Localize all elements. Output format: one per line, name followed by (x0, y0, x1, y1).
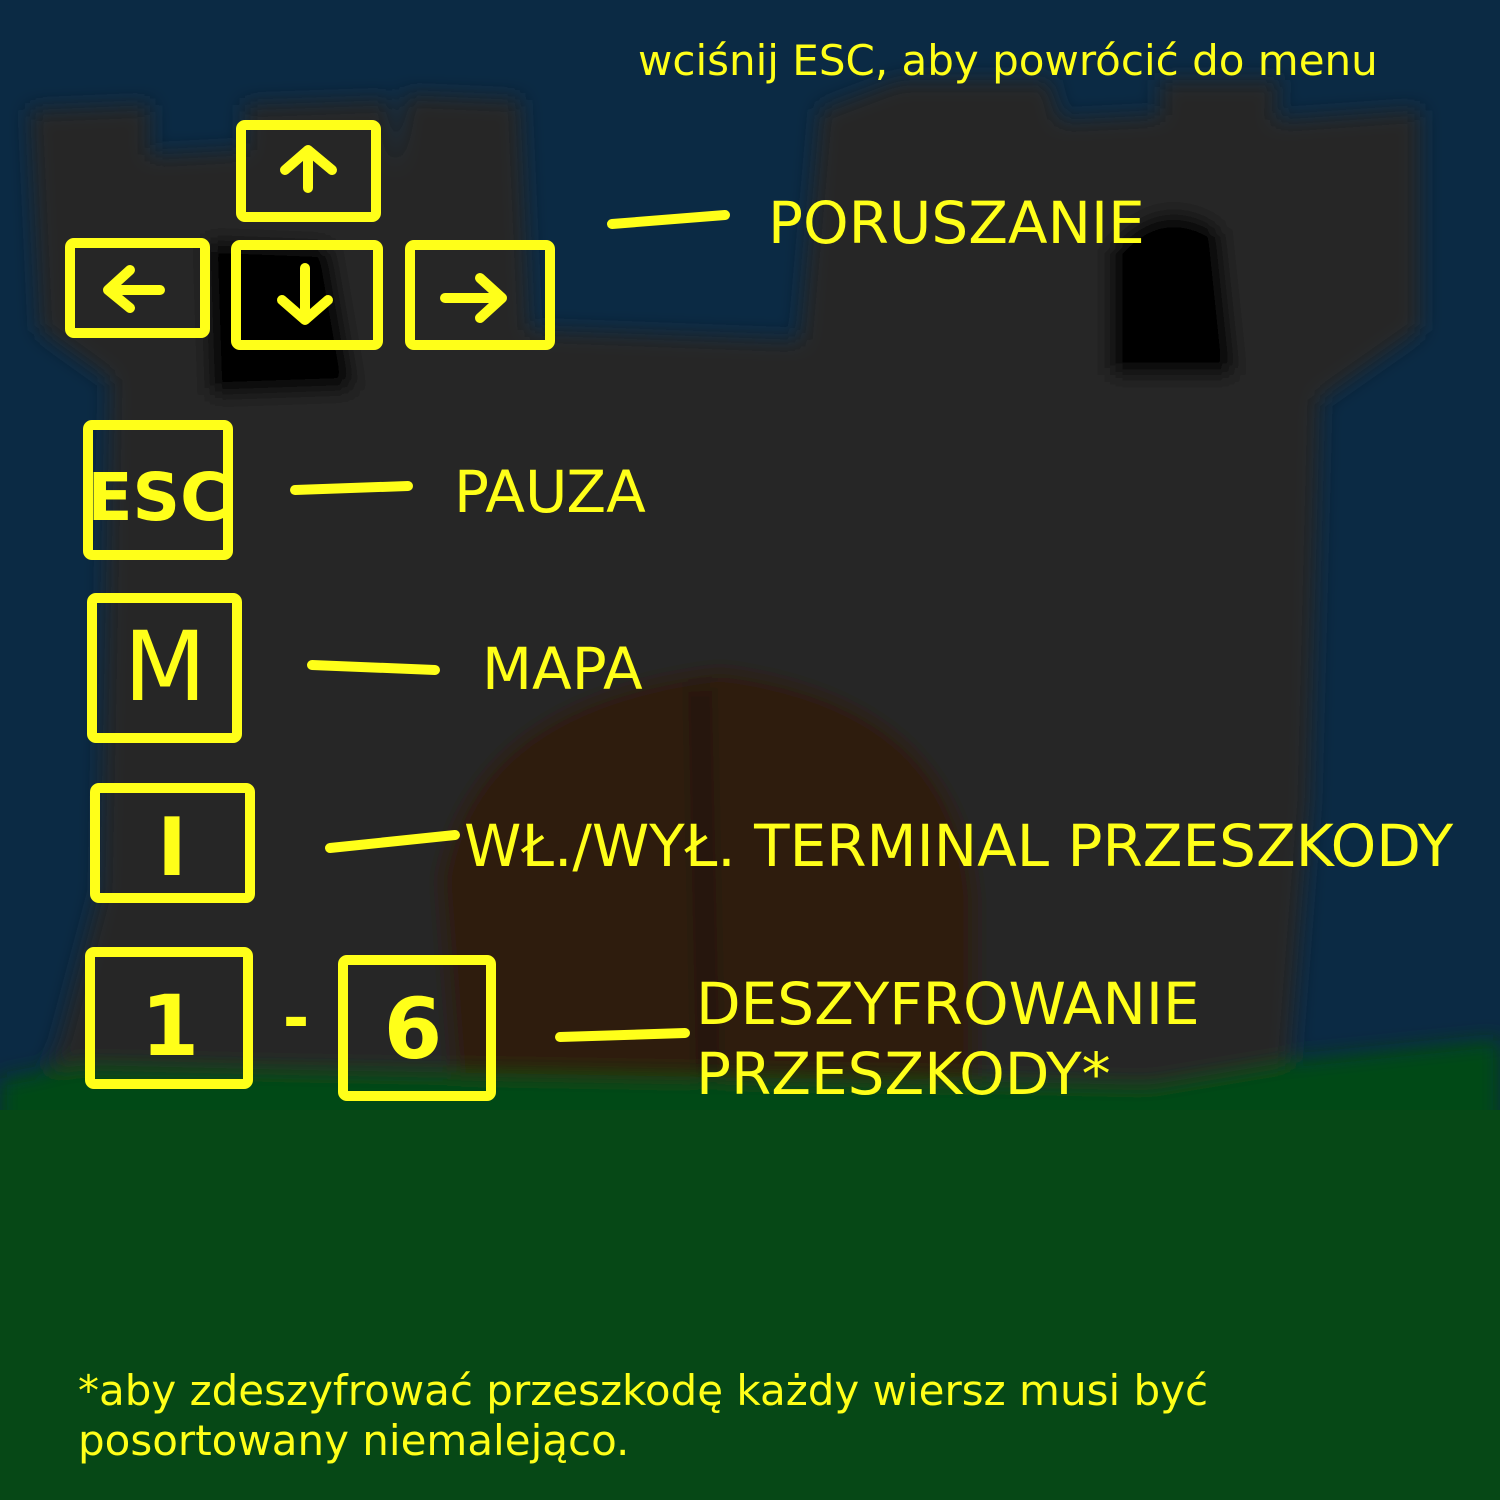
footnote-line-1: *aby zdeszyfrować przeszkodę każdy wiers… (78, 1366, 1209, 1415)
key-6 (338, 955, 496, 1101)
decrypt-label-line1: DESZYFROWANIE (696, 970, 1200, 1038)
down-arrow-key (231, 240, 383, 350)
i-key-label: I (157, 801, 187, 894)
left-arrow-icon (103, 265, 165, 313)
key-1-label: 1 (141, 977, 199, 1075)
key-6-label: 6 (384, 980, 442, 1078)
key-range-separator: - (283, 982, 310, 1056)
decrypt-footnote: *aby zdeszyfrować przeszkodę każdy wiers… (78, 1366, 1378, 1467)
grass-ground (0, 1110, 1500, 1500)
i-key (90, 783, 255, 903)
right-arrow-icon (440, 273, 507, 323)
movement-dash (607, 210, 730, 229)
pause-label: PAUZA (454, 458, 646, 526)
key-1 (85, 947, 253, 1089)
up-arrow-key (236, 120, 381, 222)
right-arrow-key (405, 240, 555, 350)
down-arrow-icon (277, 263, 333, 325)
decrypt-label-line2: PRZESZKODY* (696, 1040, 1111, 1108)
esc-key-label: ESC (87, 459, 228, 536)
footnote-line-2: posortowany niemalejąco. (78, 1416, 630, 1466)
controls-drawing (65, 120, 730, 1101)
left-arrow-key (65, 238, 210, 338)
decrypt-dash (555, 1028, 690, 1042)
key-captions: ESC M I 1 - 6 (87, 459, 442, 1078)
terminal-dash (325, 830, 460, 853)
pause-dash (290, 481, 413, 495)
m-key (87, 593, 242, 743)
m-key-label: M (124, 611, 207, 723)
up-arrow-icon (280, 145, 337, 193)
terminal-label: WŁ./WYŁ. TERMINAL PRZESZKODY (464, 812, 1454, 880)
esc-key (83, 420, 233, 560)
map-label: MAPA (482, 635, 643, 703)
movement-label: PORUSZANIE (768, 189, 1145, 257)
return-to-menu-hint: wciśnij ESC, aby powrócić do menu (638, 36, 1378, 85)
map-dash (307, 660, 440, 675)
